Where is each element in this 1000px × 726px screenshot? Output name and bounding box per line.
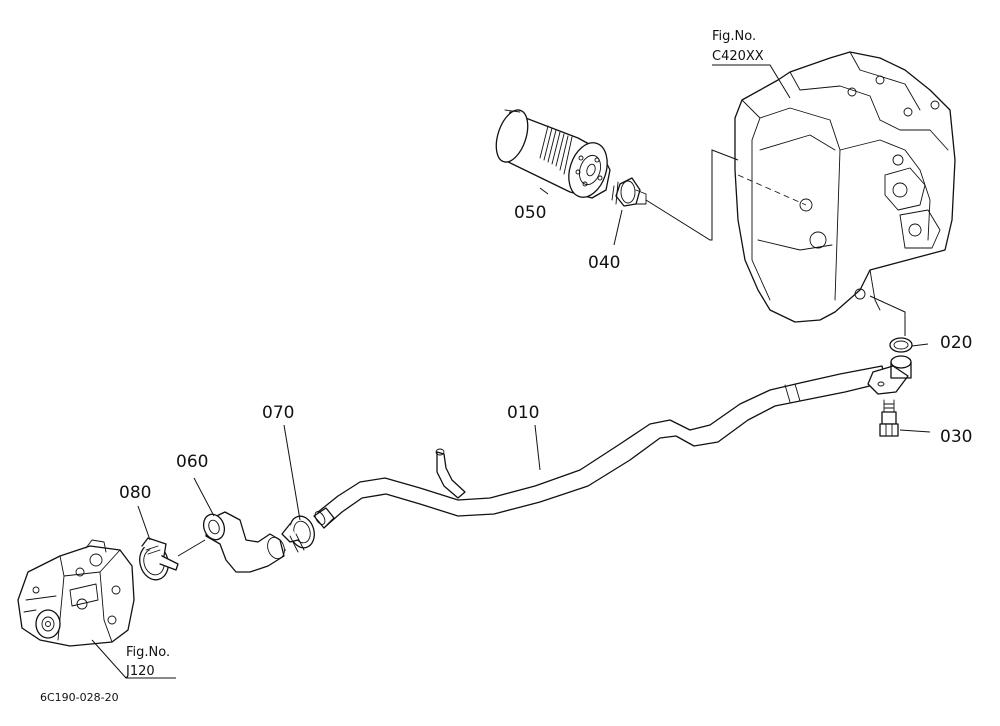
transmission-housing	[734, 51, 956, 323]
label-060: 060	[176, 452, 208, 472]
label-030: 030	[940, 427, 972, 447]
label-080: 080	[119, 483, 151, 503]
drawing-code: 6C190-028-20	[40, 691, 119, 704]
label-070: 070	[262, 403, 294, 423]
label-020: 020	[940, 333, 972, 353]
label-050: 050	[514, 203, 546, 223]
filter-fitting	[611, 177, 647, 207]
oil-pipe-assembly	[313, 355, 912, 529]
hose-clamp-070	[281, 515, 315, 553]
label-010: 010	[507, 403, 539, 423]
rubber-hose	[202, 511, 285, 573]
fig-ref-title-c420xx: Fig.No.	[712, 29, 756, 44]
oil-filter-cartridge	[495, 109, 611, 199]
hose-clamp-080	[139, 537, 179, 581]
label-040: 040	[588, 253, 620, 273]
fig-ref-number-c420xx: C420XX	[712, 49, 764, 64]
fig-ref-number-j120: J120	[125, 664, 155, 679]
fig-ref-title-j120: Fig.No.	[126, 645, 170, 660]
o-ring	[889, 337, 913, 353]
hydraulic-pump	[17, 539, 135, 647]
banjo-bolt	[879, 399, 899, 437]
